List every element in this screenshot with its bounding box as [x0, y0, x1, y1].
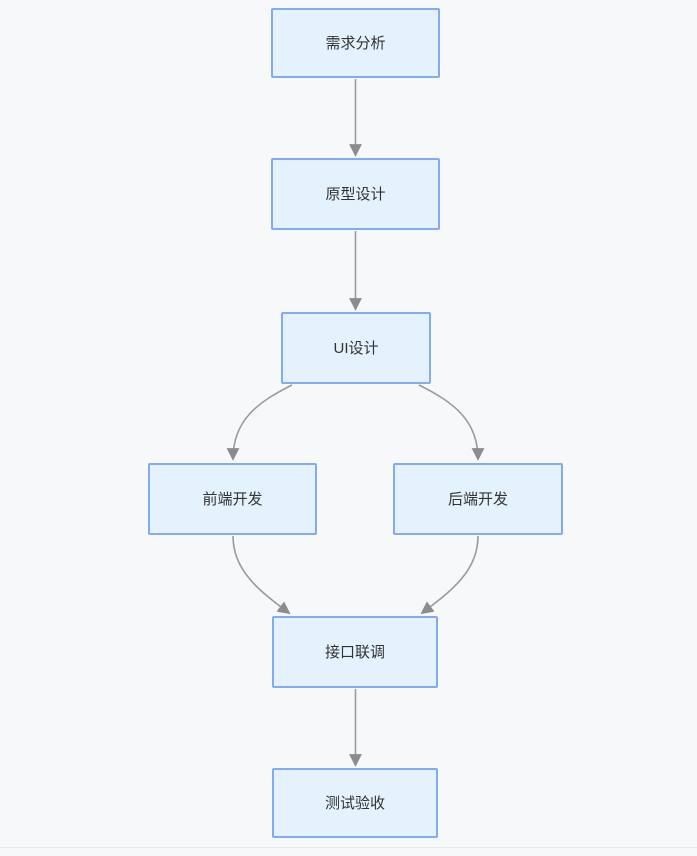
node-ui-design: UI设计: [281, 312, 431, 384]
node-backend-development: 后端开发: [393, 463, 563, 535]
node-label: 接口联调: [324, 643, 385, 661]
node-prototype-design: 原型设计: [271, 158, 440, 230]
node-label: 需求分析: [325, 34, 386, 52]
edge-frontend-to-integration: [232, 535, 291, 615]
node-label: 后端开发: [447, 490, 508, 508]
edge-ui-design-to-backend: [418, 384, 485, 461]
node-requirements-analysis: 需求分析: [271, 8, 440, 78]
node-label: 测试验收: [324, 794, 385, 812]
edge-ui-design-to-frontend: [226, 384, 293, 461]
node-label: 原型设计: [325, 185, 386, 203]
node-api-integration: 接口联调: [272, 616, 438, 688]
node-label: UI设计: [333, 339, 379, 357]
node-testing-acceptance: 测试验收: [272, 768, 438, 838]
node-frontend-development: 前端开发: [148, 463, 317, 535]
node-label: 前端开发: [202, 490, 263, 508]
edge-backend-to-integration: [420, 535, 479, 615]
bottom-divider: [0, 847, 697, 848]
